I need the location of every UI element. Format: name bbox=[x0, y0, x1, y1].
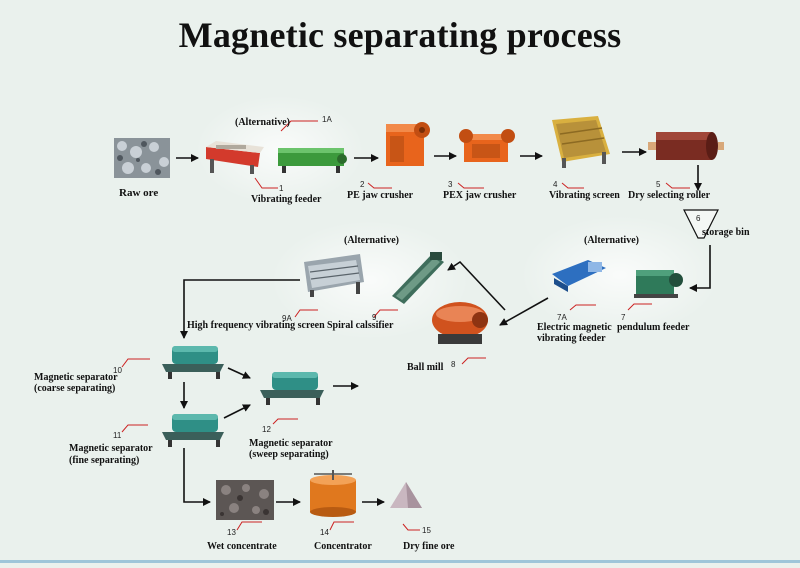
magnetic-separator-coarse-label-2: (coarse separating) bbox=[34, 383, 116, 394]
electric-magnetic-feeder-label-1: Electric magnetic bbox=[537, 322, 612, 333]
storage-bin-label: storage bin bbox=[702, 227, 750, 238]
number-1a: 1A bbox=[322, 115, 332, 124]
alternative-glow-feeder-2 bbox=[520, 215, 720, 335]
number-4: 4 bbox=[553, 180, 558, 189]
spiral-classifier-label: Spiral calssifier bbox=[327, 320, 394, 331]
arrow-mill-to-classifier bbox=[447, 260, 506, 311]
diagram-title: Magnetic separating process bbox=[178, 15, 622, 55]
bottom-border bbox=[0, 560, 800, 563]
concentrator-image bbox=[310, 470, 356, 517]
number-14: 14 bbox=[320, 528, 329, 537]
electric-magnetic-feeder-label-2: vibrating feeder bbox=[537, 333, 606, 344]
pe-jaw-crusher-image bbox=[386, 122, 430, 166]
leader-lines bbox=[121, 120, 690, 531]
number-11: 11 bbox=[113, 431, 122, 440]
arrow-screen-to-separator bbox=[180, 279, 300, 339]
magnetic-separator-fine-image bbox=[162, 414, 224, 447]
concentrator-label: Concentrator bbox=[314, 541, 372, 552]
magnetic-separator-sweep-image bbox=[260, 372, 324, 405]
vibrating-screen-label: Vibrating screen bbox=[549, 190, 620, 201]
number-9a: 9A bbox=[282, 314, 292, 323]
arrow-coarse-to-sweep bbox=[227, 367, 251, 379]
number-7: 7 bbox=[621, 313, 626, 322]
number-8: 8 bbox=[451, 360, 456, 369]
vibrating-feeder-image bbox=[206, 141, 264, 174]
arrow-feeder-to-mill bbox=[499, 297, 549, 326]
high-frequency-screen-label: High frequency vibrating screen bbox=[187, 320, 325, 331]
electric-magnetic-feeder-image bbox=[552, 260, 606, 292]
wet-concentrate-image bbox=[216, 480, 274, 520]
ball-mill-label: Ball mill bbox=[407, 362, 444, 373]
pex-jaw-crusher-label: PEX jaw crusher bbox=[443, 190, 517, 201]
number-3: 3 bbox=[448, 180, 453, 189]
magnetic-separator-sweep-label-1: Magnetic separator bbox=[249, 438, 333, 449]
dry-fine-ore-label: Dry fine ore bbox=[403, 541, 455, 552]
number-10: 10 bbox=[113, 366, 122, 375]
storage-bin-icon bbox=[683, 209, 719, 239]
raw-ore-image bbox=[114, 138, 170, 178]
magnetic-separator-fine-label-1: Magnetic separator bbox=[69, 443, 153, 454]
number-2: 2 bbox=[360, 180, 365, 189]
dry-fine-ore-image bbox=[390, 482, 422, 508]
magnetic-separator-sweep-label-2: (sweep separating) bbox=[249, 449, 329, 460]
wet-concentrate-label: Wet concentrate bbox=[207, 541, 277, 552]
magnetic-separator-coarse-label-1: Magnetic separator bbox=[34, 372, 118, 383]
pendulum-feeder-label: pendulum feeder bbox=[617, 322, 690, 333]
magnetic-separator-coarse-image bbox=[162, 346, 224, 379]
number-1: 1 bbox=[279, 184, 284, 193]
high-frequency-screen-image bbox=[304, 254, 364, 297]
number-15: 15 bbox=[422, 526, 431, 535]
alternative-label-middle: (Alternative) bbox=[344, 235, 399, 246]
number-7a: 7A bbox=[557, 313, 567, 322]
number-12: 12 bbox=[262, 425, 271, 434]
alternative-feeder-image bbox=[278, 148, 347, 173]
arrow-bin-to-pendulum bbox=[689, 245, 711, 292]
arrow-fine-to-wet bbox=[183, 448, 211, 506]
pe-jaw-crusher-label: PE jaw crusher bbox=[347, 190, 414, 201]
dry-selecting-roller-label: Dry selecting roller bbox=[628, 190, 711, 201]
vibrating-feeder-label: Vibrating feeder bbox=[251, 194, 322, 205]
number-13: 13 bbox=[227, 528, 236, 537]
vibrating-screen-image bbox=[552, 116, 610, 168]
spiral-classifier-image bbox=[392, 252, 444, 304]
pendulum-feeder-image bbox=[634, 270, 683, 298]
ball-mill-image bbox=[432, 302, 488, 344]
alternative-label-right: (Alternative) bbox=[584, 235, 639, 246]
number-9: 9 bbox=[372, 313, 377, 322]
alternative-label-top: (Alternative) bbox=[235, 117, 290, 128]
raw-ore-label: Raw ore bbox=[119, 187, 159, 199]
dry-selecting-roller-image bbox=[648, 132, 724, 160]
arrow-fine-to-sweep bbox=[223, 404, 251, 419]
magnetic-separator-fine-label-2: (fine separating) bbox=[69, 455, 140, 466]
number-6: 6 bbox=[696, 214, 701, 223]
number-5: 5 bbox=[656, 180, 661, 189]
pex-jaw-crusher-image bbox=[459, 129, 515, 162]
